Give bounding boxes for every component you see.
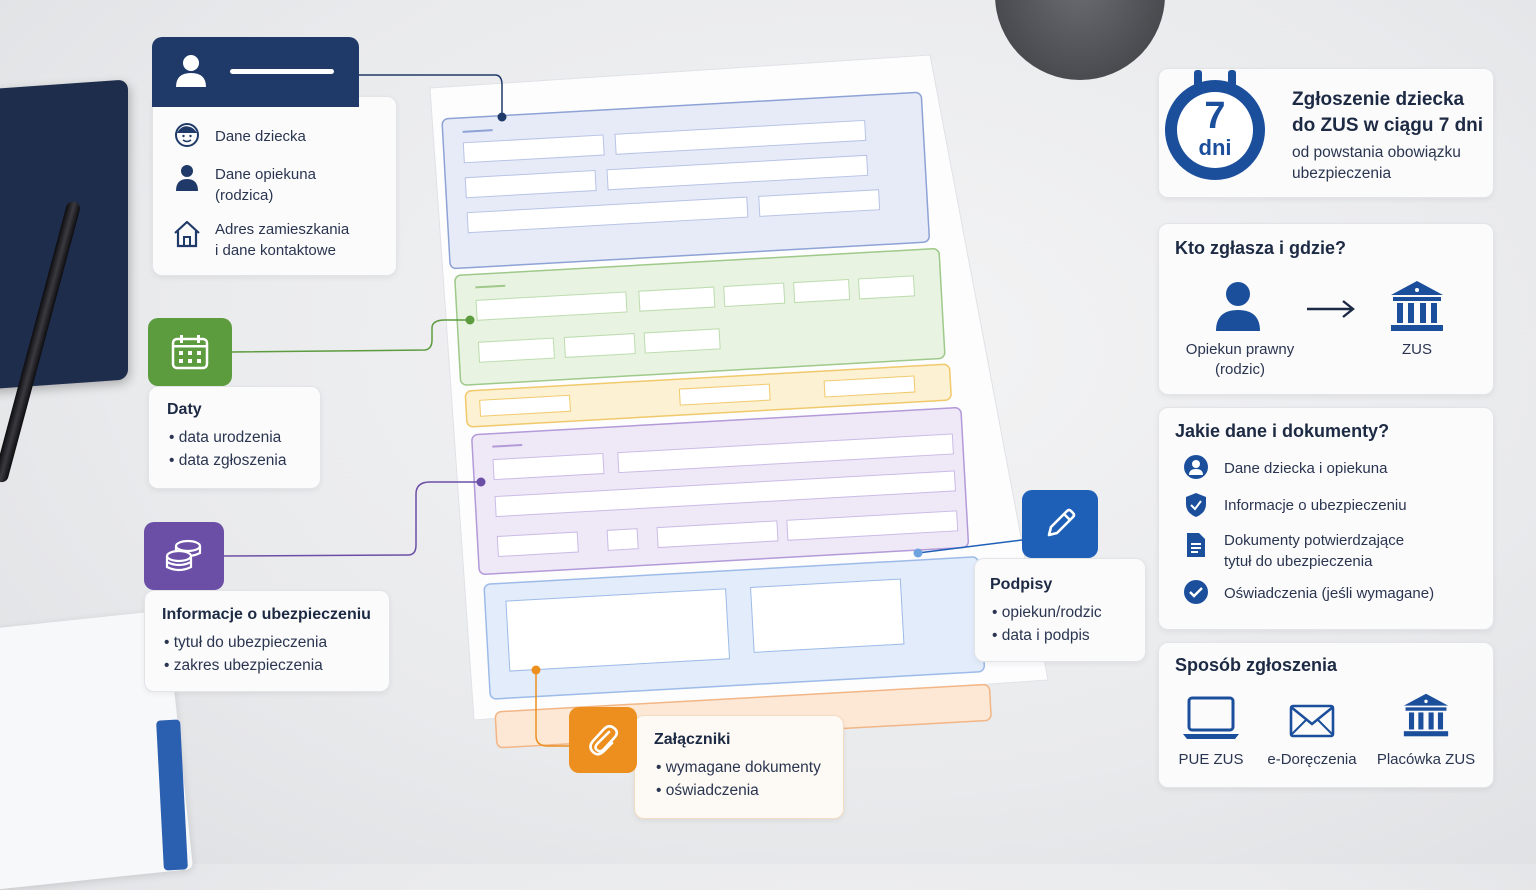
list-item: tytuł do ubezpieczenia <box>164 631 327 654</box>
arrow-right-icon <box>1307 300 1355 318</box>
methods-title: Sposób zgłoszenia <box>1175 655 1338 675</box>
persons-header <box>152 37 359 107</box>
method-pue-label: PUE ZUS <box>1178 751 1244 768</box>
persons-item-address: Adres zamieszkania i dane kontaktowe <box>215 221 350 259</box>
insurance-tile <box>144 522 224 590</box>
documents-title: Jakie dane i dokumenty? <box>1175 421 1390 441</box>
document-icon <box>1187 533 1205 557</box>
person-icon <box>176 165 198 191</box>
envelope-icon <box>1289 704 1335 738</box>
persons-item-child: Dane dziecka <box>215 128 306 145</box>
form-illustration <box>223 54 1049 749</box>
documents-item-statements: Oświadczenia (jeśli wymagane) <box>1224 585 1435 602</box>
person-icon <box>176 55 206 87</box>
coins-icon <box>165 539 202 572</box>
persons-item-guardian: Dane opiekuna (rodzica) <box>215 166 316 204</box>
bank-building-icon <box>1403 693 1449 737</box>
list-item: data i podpis <box>992 624 1102 647</box>
paperclip-icon <box>589 724 619 756</box>
signatures-title: Podpisy <box>990 576 1053 593</box>
list-item: wymagane dokumenty <box>656 756 821 779</box>
insurance-title: Informacje o ubezpieczeniu <box>162 606 371 623</box>
attachments-title: Załączniki <box>654 731 731 748</box>
dates-title: Daty <box>167 401 202 418</box>
documents-item-insurance: Informacje o ubezpieczeniu <box>1224 497 1407 514</box>
who-to-label: ZUS <box>1402 341 1432 358</box>
signatures-tile <box>1022 490 1098 558</box>
method-office-label: Placówka ZUS <box>1376 751 1476 768</box>
documents-item-data: Dane dziecka i opiekuna <box>1224 460 1388 477</box>
list-item: opiekun/rodzic <box>992 601 1102 624</box>
documents-item-proofs: Dokumenty potwierdzające tytuł do ubezpi… <box>1224 532 1405 570</box>
dates-tile <box>148 318 232 386</box>
house-icon <box>174 220 200 248</box>
attachments-tile <box>569 707 637 773</box>
child-face-icon <box>175 123 199 147</box>
bank-building-icon <box>1391 281 1443 331</box>
person-circle-icon <box>1184 455 1208 479</box>
persons-header-line <box>230 69 334 74</box>
dates-list: data urodzenia data zgłoszenia <box>169 426 287 472</box>
pencil-icon <box>1047 508 1076 537</box>
deadline-subtitle: od powstania obowiązku ubezpieczenia <box>1292 144 1461 182</box>
signatures-list: opiekun/rodzic data i podpis <box>992 601 1102 647</box>
list-item: data zgłoszenia <box>169 449 287 472</box>
person-icon <box>1216 282 1260 331</box>
deadline-title: Zgłoszenie dziecka do ZUS w ciągu 7 dni <box>1292 89 1484 136</box>
deadline-number: 7 <box>1204 95 1226 137</box>
method-edoreczenia-label: e-Doręczenia <box>1267 751 1357 768</box>
deadline-unit: dni <box>1198 135 1232 160</box>
attachments-list: wymagane dokumenty oświadczenia <box>656 756 821 802</box>
calendar-deadline-icon <box>1165 70 1265 180</box>
who-from-label: Opiekun prawny (rodzic) <box>1185 341 1295 378</box>
calendar-icon <box>171 335 209 370</box>
list-item: data urodzenia <box>169 426 286 449</box>
who-where-title: Kto zgłasza i gdzie? <box>1175 238 1347 258</box>
shield-icon <box>1186 493 1206 517</box>
check-circle-icon <box>1184 580 1208 604</box>
laptop-icon <box>1183 696 1239 739</box>
documents-card <box>1158 407 1494 630</box>
insurance-list: tytuł do ubezpieczenia zakres ubezpiecze… <box>164 631 327 677</box>
list-item: oświadczenia <box>656 779 821 802</box>
list-item: zakres ubezpieczenia <box>164 654 327 677</box>
